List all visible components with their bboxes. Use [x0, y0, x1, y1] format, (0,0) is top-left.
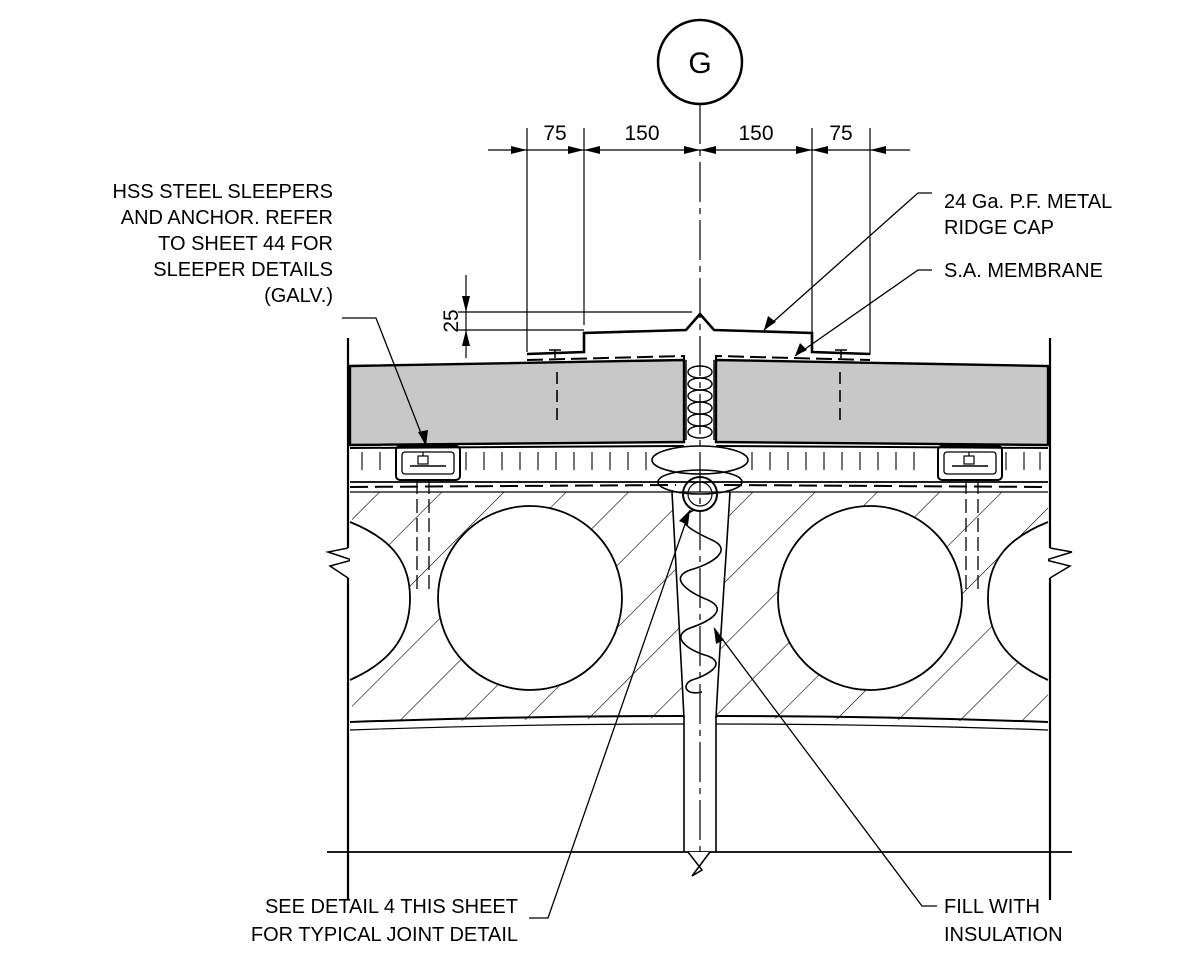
callout-insulation: FILL WITH INSULATION — [944, 896, 1063, 946]
joint-filler-upper — [685, 360, 715, 440]
leader-arrows — [418, 316, 807, 644]
svg-text:TO SHEET 44 FOR: TO SHEET 44 FOR — [158, 233, 333, 255]
break-line-right — [1043, 547, 1073, 579]
svg-text:AND ANCHOR. REFER: AND ANCHOR. REFER — [121, 207, 333, 229]
dim-right-inner: 150 — [738, 122, 773, 145]
vertical-dimension — [458, 275, 692, 358]
grid-marker: G — [656, 18, 744, 106]
bottom-break — [687, 851, 711, 877]
insulation-panel-left — [348, 358, 686, 447]
dim-left-outer: 75 — [543, 122, 566, 145]
callout-membrane: S.A. MEMBRANE — [944, 260, 1103, 282]
joint-backer-rod — [651, 445, 749, 512]
top-dimension-string — [488, 128, 910, 355]
svg-text:FOR TYPICAL JOINT DETAIL: FOR TYPICAL JOINT DETAIL — [251, 924, 518, 946]
hss-sleeper-left — [395, 445, 461, 481]
svg-text:RIDGE CAP: RIDGE CAP — [944, 217, 1054, 239]
dim-vertical: 25 — [440, 309, 463, 332]
insulation-panel-right — [714, 358, 1050, 447]
hss-sleeper-right — [937, 445, 1003, 481]
callout-sleepers: HSS STEEL SLEEPERS AND ANCHOR. REFER TO … — [113, 181, 333, 307]
joint-insulation-fill — [679, 509, 722, 694]
hollow-core-slab-right — [715, 491, 1049, 722]
sleeper-ticks — [361, 452, 1041, 470]
svg-text:SEE DETAIL 4 THIS SHEET: SEE DETAIL 4 THIS SHEET — [265, 896, 518, 918]
svg-text:S.A. MEMBRANE: S.A. MEMBRANE — [944, 260, 1103, 282]
leader-lines — [342, 192, 937, 919]
callout-ridge-cap: 24 Ga. P.F. METAL RIDGE CAP — [944, 191, 1112, 239]
dim-left-inner: 150 — [624, 122, 659, 145]
sleeper-layer — [349, 445, 1049, 493]
svg-text:HSS STEEL SLEEPERS: HSS STEEL SLEEPERS — [113, 181, 333, 203]
dim-right-outer: 75 — [829, 122, 852, 145]
cap-fasteners — [549, 349, 847, 358]
grid-marker-label: G — [688, 47, 711, 80]
break-line-left — [325, 547, 355, 579]
hollow-core-slab-left — [349, 491, 685, 722]
section-outline — [346, 338, 1052, 900]
svg-text:(GALV.): (GALV.) — [264, 285, 333, 307]
callout-joint-detail: SEE DETAIL 4 THIS SHEET FOR TYPICAL JOIN… — [251, 896, 518, 946]
ridge-cap — [526, 312, 871, 356]
svg-text:FILL WITH: FILL WITH — [944, 896, 1040, 918]
svg-text:24 Ga. P.F. METAL: 24 Ga. P.F. METAL — [944, 191, 1112, 213]
svg-text:INSULATION: INSULATION — [944, 924, 1063, 946]
dimension-arrows — [511, 146, 886, 154]
svg-text:SLEEPER DETAILS: SLEEPER DETAILS — [153, 259, 333, 281]
